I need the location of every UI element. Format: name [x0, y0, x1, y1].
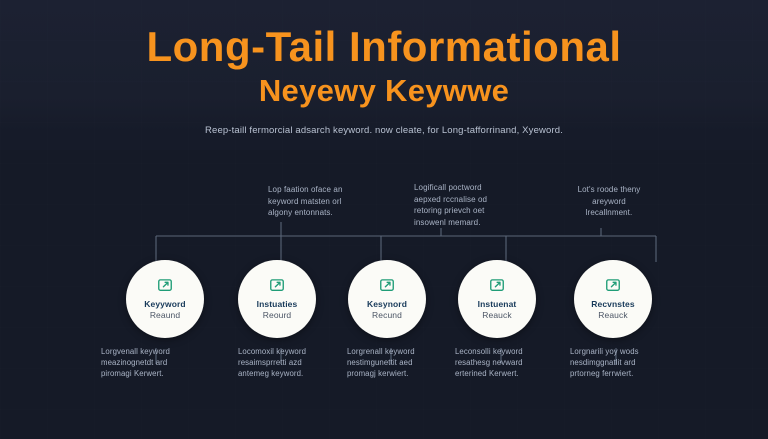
- annotation-line: insowenl memard.: [414, 217, 481, 227]
- node-title: Kesynord: [366, 299, 407, 309]
- annotation-line: Logificall poctword: [414, 183, 482, 192]
- caption-line: erterined Kerwert.: [455, 369, 519, 378]
- annotation-line: Lop faation oface an: [268, 185, 343, 194]
- caption-line: Leconsolli keyword: [455, 347, 523, 356]
- caption-line: meazinognetdt ard: [101, 358, 168, 367]
- connector-lines: [155, 222, 657, 364]
- annotation-1: Lop faation oface an keyword matsten orl…: [268, 184, 388, 219]
- caption-line: Lorgrenall keyword: [347, 347, 415, 356]
- annotation-line: keyword matsten orl: [268, 196, 342, 206]
- annotation-line: Lot's roode theny: [577, 185, 641, 194]
- annotation-line: lrecallnment.: [585, 208, 633, 217]
- caption-line: promagj kerwiert.: [347, 369, 409, 378]
- caption-1: Lorgvenall keyword meazinognetdt ard pir…: [101, 346, 227, 379]
- annotation-group: Lop faation oface an keyword matsten orl…: [0, 150, 768, 230]
- node-5[interactable]: Recvnstes Reauck: [574, 260, 652, 338]
- node-title: Keyyword: [144, 299, 186, 309]
- caption-line: antemeg keyword.: [238, 369, 304, 378]
- caption-line: Lorgnarili yoy wods: [570, 347, 639, 356]
- caption-3: Lorgrenall keyword nestimgunettit aed pr…: [347, 346, 473, 379]
- node-3[interactable]: Kesynord Recund: [348, 260, 426, 338]
- caption-line: prtorneg ferrwiert.: [570, 369, 634, 378]
- caption-5: Lorgnarili yoy wods nesdimggnatlit ard p…: [570, 346, 696, 379]
- caption-line: nestimgunettit aed: [347, 358, 413, 367]
- flow-diagram: Lop faation oface an keyword matsten orl…: [0, 150, 768, 439]
- node-title: Instuaties: [256, 299, 298, 309]
- annotation-3: Lot's roode theny areyword lrecallnment.: [546, 184, 672, 219]
- external-link-square-icon: [606, 279, 620, 291]
- caption-group: Lorgvenall keyword meazinognetdt ard pir…: [0, 346, 768, 406]
- caption-line: piromagi Kerwert.: [101, 369, 164, 378]
- external-link-square-icon: [270, 279, 284, 291]
- annotation-line: algony entonnats.: [268, 208, 333, 217]
- page-title-line-2: Neyewy Keywwe: [258, 73, 510, 108]
- caption-line: Lorgvenall keyword: [101, 347, 170, 356]
- node-4[interactable]: Instuenat Reauck: [458, 260, 536, 338]
- node-2[interactable]: Instuaties Reourd: [238, 260, 316, 338]
- node-subtitle: Reauck: [482, 310, 512, 320]
- caption-line: resaimsprretti azd: [238, 358, 302, 367]
- node-subtitle: Reaund: [149, 310, 181, 320]
- caption-2: Locomoxil keyword resaimsprretti azd ant…: [238, 346, 364, 379]
- annotation-2: Logificall poctword aepxed rccnalise od …: [414, 182, 532, 228]
- external-link-square-icon: [490, 279, 504, 291]
- page-subtitle: Reep-taill fermorcial adsarch keyword. n…: [205, 125, 563, 136]
- node-title: Instuenat: [477, 299, 517, 309]
- page-title-line-1: Long-Tail Informational: [146, 23, 622, 70]
- node-subtitle: Reauck: [598, 310, 628, 320]
- annotation-line: aepxed rccnalise od: [414, 194, 488, 204]
- caption-line: resathesg nevward: [455, 358, 523, 367]
- node-1[interactable]: Keyyword Reaund: [126, 260, 204, 338]
- node-title: Recvnstes: [591, 299, 635, 309]
- annotation-line: areyword: [592, 196, 626, 206]
- caption-line: nesdimggnatlit ard: [570, 358, 636, 367]
- node-subtitle: Recund: [372, 310, 402, 320]
- caption-4: Leconsolli keyword resathesg nevward ert…: [455, 346, 581, 379]
- annotation-line: retoring prievch oet: [414, 206, 485, 215]
- external-link-square-icon: [158, 279, 172, 291]
- node-subtitle: Reourd: [262, 310, 292, 320]
- caption-line: Locomoxil keyword: [238, 347, 307, 356]
- header: Long-Tail Informational Neyewy Keywwe Re…: [0, 0, 768, 150]
- external-link-square-icon: [380, 279, 394, 291]
- node-group: Keyyword Reaund Instuaties Reourd Ke: [0, 260, 768, 360]
